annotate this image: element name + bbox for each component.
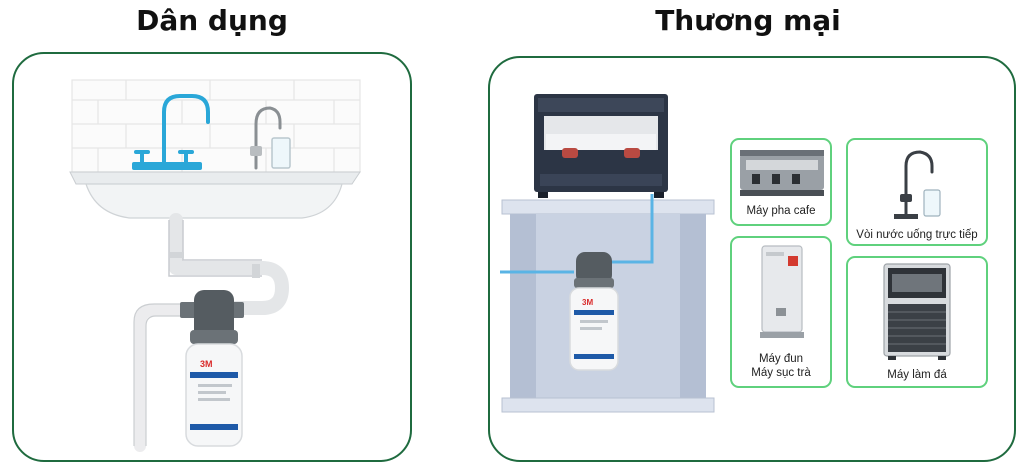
sink-basin (85, 183, 343, 219)
ice-machine-icon (883, 263, 951, 360)
card-drinking-faucet: Vòi nước uống trực tiếp (846, 138, 988, 246)
card-ice-machine: Máy làm đá (846, 256, 988, 388)
residential-illustration: 3M (69, 79, 361, 452)
residential-panel: 3M (12, 52, 412, 462)
water-line (500, 194, 654, 274)
drinking-faucet-icon (894, 150, 941, 219)
espresso-machine (534, 94, 668, 198)
card-label-ice: Máy làm đá (887, 369, 947, 381)
filter-brand-logo: 3M (200, 359, 213, 369)
kitchen-faucet (134, 94, 210, 166)
card-label-coffee: Máy pha cafe (746, 205, 816, 217)
supply-pipe (134, 304, 192, 452)
commercial-filter: 3M (569, 252, 619, 371)
counter-cabinet (501, 199, 715, 413)
card-label-boiler-1: Máy đun (758, 353, 804, 365)
drain-pipe (169, 213, 289, 315)
water-boiler-icon (760, 245, 804, 338)
faucet-base (132, 162, 202, 170)
card-coffee-machine: Máy pha cafe (730, 138, 832, 226)
commercial-heading: Thương mại (655, 4, 841, 37)
water-filter: 3M (180, 290, 244, 447)
commercial-panel: 3M Máy pha cafe Vòi nước uống trực tiếp (488, 56, 1016, 462)
card-water-boiler: Máy đun Máy sục trà (730, 236, 832, 388)
commercial-illustration: 3M (500, 94, 715, 413)
coffee-machine-icon (740, 150, 824, 196)
residential-heading: Dân dụng (136, 4, 288, 37)
tile-wall (71, 79, 361, 173)
filter-brand-logo-commercial: 3M (582, 298, 593, 307)
card-label-faucet: Vòi nước uống trực tiếp (856, 229, 978, 241)
water-glass (271, 137, 291, 169)
drinking-tap (250, 106, 282, 170)
card-label-boiler-2: Máy sục trà (751, 367, 811, 379)
countertop (69, 171, 361, 185)
